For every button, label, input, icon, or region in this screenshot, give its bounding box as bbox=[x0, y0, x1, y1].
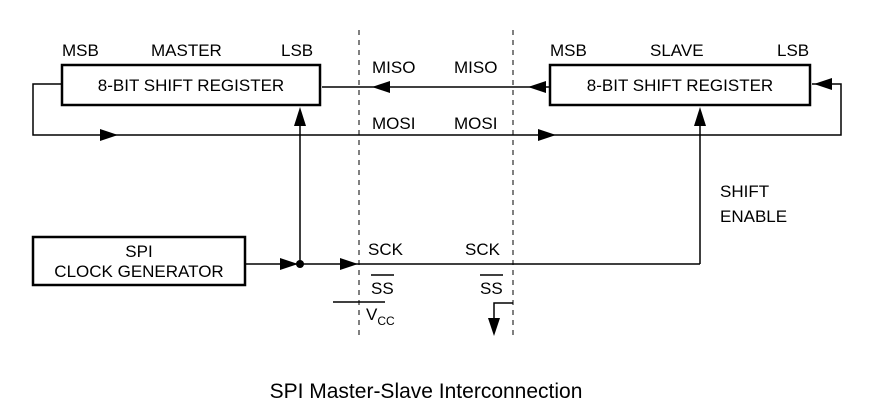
ss-master-label: SS bbox=[371, 279, 394, 298]
slave-lsb-label: LSB bbox=[777, 41, 809, 60]
slave-msb-label: MSB bbox=[550, 41, 587, 60]
miso-slave-label: MISO bbox=[454, 58, 497, 77]
ss-slave-ground-arrow bbox=[488, 318, 500, 336]
slave-shift-register bbox=[548, 63, 812, 107]
master-title: MASTER bbox=[151, 41, 222, 60]
vcc-label: VCC bbox=[366, 305, 395, 328]
master-lsb-label: LSB bbox=[281, 41, 313, 60]
ss-slave-line bbox=[493, 302, 513, 322]
sck-master-label: SCK bbox=[368, 240, 404, 259]
master-clock-arrow bbox=[294, 107, 306, 126]
clock-line2: CLOCK GENERATOR bbox=[54, 262, 223, 281]
shift-enable-line1: SHIFT bbox=[720, 182, 769, 201]
mosi-arrow-slave-lsb bbox=[814, 78, 832, 90]
shift-enable-line2: ENABLE bbox=[720, 207, 787, 226]
sck-slave-label: SCK bbox=[465, 240, 501, 259]
clock-line1: SPI bbox=[125, 242, 152, 261]
master-shift-register bbox=[60, 63, 322, 107]
mosi-master-label: MOSI bbox=[372, 114, 415, 133]
mosi-slave-label: MOSI bbox=[454, 114, 497, 133]
slave-title: SLAVE bbox=[650, 41, 704, 60]
miso-arrow-left bbox=[372, 81, 390, 93]
ss-slave-label: SS bbox=[480, 279, 503, 298]
mosi-arrow-left bbox=[100, 129, 118, 141]
slave-register-label: 8-BIT SHIFT REGISTER bbox=[587, 76, 773, 95]
master-msb-label: MSB bbox=[62, 41, 99, 60]
mosi-line bbox=[32, 83, 842, 136]
miso-master-label: MISO bbox=[372, 58, 415, 77]
sck-arrow-left bbox=[280, 258, 298, 270]
mosi-arrow-right bbox=[538, 129, 556, 141]
sck-arrow-right bbox=[340, 258, 358, 270]
figure-caption: SPI Master-Slave Interconnection bbox=[270, 380, 583, 403]
miso-arrow-right bbox=[528, 81, 546, 93]
slave-clock-arrow bbox=[694, 107, 706, 126]
master-register-label: 8-BIT SHIFT REGISTER bbox=[98, 76, 284, 95]
spi-clock-generator bbox=[31, 235, 247, 287]
